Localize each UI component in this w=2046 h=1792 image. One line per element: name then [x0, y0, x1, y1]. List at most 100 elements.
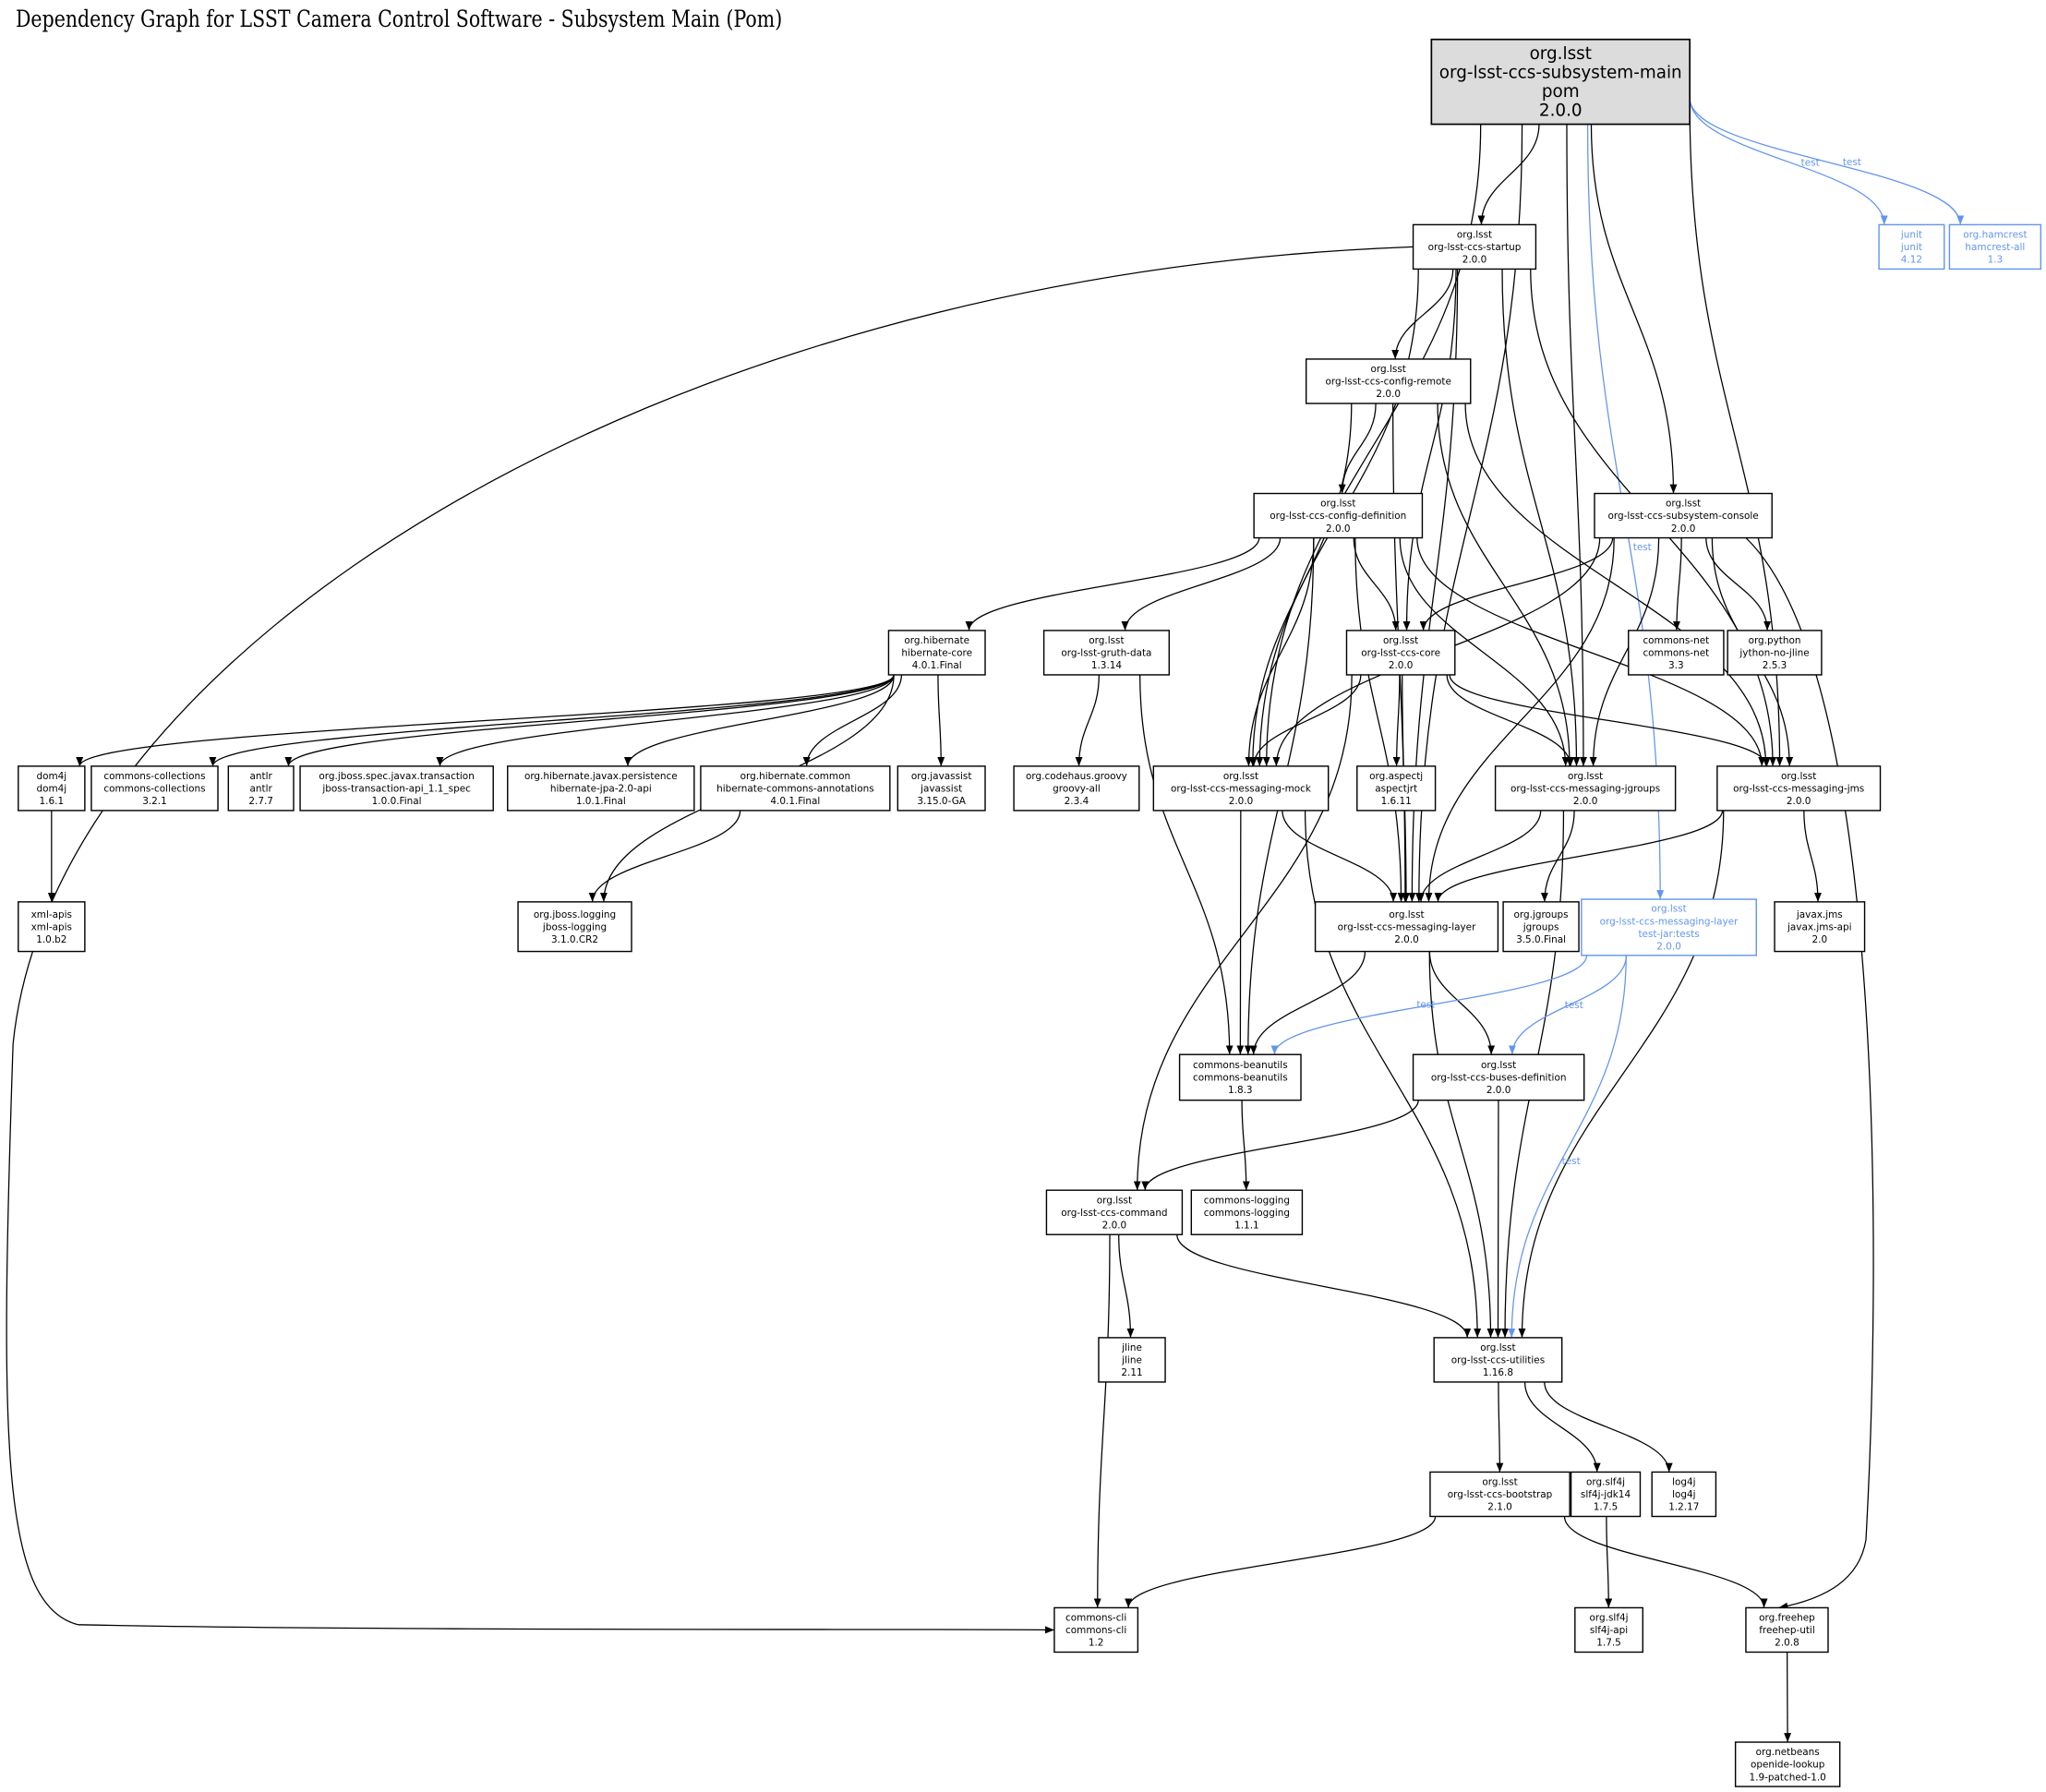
node-jpa[interactable]: org.hibernate.javax.persistencehibernate…: [507, 765, 695, 812]
edge-msg-layer-to-buses: [1428, 951, 1496, 1055]
node-console[interactable]: org.lsstorg-lsst-ccs-subsystem-console2.…: [1594, 492, 1773, 539]
node-version: 3.5.0.Final: [1516, 934, 1566, 945]
edge-line: [1566, 124, 1587, 766]
node-jta[interactable]: org.jboss.spec.javax.transactionjboss-tr…: [299, 765, 494, 812]
edge-msg-layer-to-beanutils: [1249, 951, 1366, 1055]
node-box: [1098, 1337, 1166, 1383]
node-main[interactable]: org.lsstorg-lsst-ccs-subsystem-mainpom2.…: [1430, 38, 1691, 126]
edge-line: [1501, 269, 1581, 766]
node-test-jar[interactable]: org.lsstorg-lsst-ccs-messaging-layertest…: [1581, 898, 1757, 956]
node-version: 2.0.0: [1486, 1085, 1511, 1096]
node-group: org.lsst: [1457, 230, 1492, 241]
node-artifact: org-lsst-ccs-subsystem-console: [1607, 511, 1758, 522]
edge-line: [1125, 1516, 1437, 1608]
edge-console-to-core: [1419, 537, 1614, 631]
edge-hibernate-core-to-javassist: [937, 674, 945, 766]
edge-line: [1176, 1234, 1472, 1338]
edge-startup-to-core: [1402, 269, 1457, 631]
edge-line: [6, 246, 1414, 1634]
node-group: org.lsst: [1568, 771, 1603, 782]
node-msg-layer[interactable]: org.lsstorg-lsst-ccs-messaging-layer2.0.…: [1314, 901, 1499, 953]
edge-line: [1338, 403, 1377, 494]
node-artifact: groovy-all: [1053, 784, 1101, 795]
node-version: 1.6.11: [1381, 796, 1412, 807]
node-group: commons-cli: [1065, 1613, 1126, 1624]
node-annotations[interactable]: org.hibernate.commonhibernate-commons-an…: [700, 765, 891, 812]
node-artifact: hamcrest-all: [1965, 242, 2025, 253]
edge-line: [1270, 955, 1588, 1055]
edge-core-to-command: [1133, 674, 1353, 1191]
node-openide[interactable]: org.netbeansopenide-lookup1.9-patched-1.…: [1734, 1741, 1841, 1787]
edge-line: [1449, 674, 1771, 766]
node-box: [1045, 1189, 1184, 1235]
node-box: [1430, 38, 1691, 126]
node-group: commons-collections: [103, 771, 205, 782]
node-version: 2.0.0: [1326, 523, 1351, 535]
edge-line: [1803, 810, 1822, 902]
node-config-definition[interactable]: org.lsstorg-lsst-ccs-config-definition2.…: [1253, 492, 1424, 539]
edge-startup-to-msg-jgroups: [1501, 269, 1581, 766]
node-box: [887, 630, 986, 676]
node-version: 2.11: [1121, 1367, 1142, 1378]
edge-annotations-to-jboss-logging: [588, 810, 741, 902]
node-box: [1774, 901, 1866, 953]
node-group: org.netbeans: [1756, 1747, 1820, 1758]
node-group: org.lsst: [1383, 635, 1418, 646]
edge-gruth-to-beanutils: [1139, 674, 1234, 1055]
node-artifact: jgroups: [1522, 921, 1559, 932]
node-box: [1412, 223, 1537, 271]
node-version: 1.2.17: [1668, 1502, 1699, 1513]
node-box: [227, 765, 295, 812]
node-box: [1594, 492, 1773, 539]
node-artifact: freehep-util: [1759, 1625, 1815, 1636]
edge-line: [1121, 537, 1282, 631]
node-collections[interactable]: commons-collectionscommons-collections3.…: [90, 765, 219, 812]
edge-line: [1689, 98, 1888, 225]
node-box: [1570, 1471, 1642, 1518]
node-artifact: dom4j: [36, 784, 66, 795]
edge-test-jar-to-beanutils: test: [1270, 955, 1588, 1055]
node-artifact: org-lsst-ccs-command: [1061, 1208, 1167, 1219]
edge-line: [1354, 537, 1405, 902]
node-buses[interactable]: org.lsstorg-lsst-ccs-buses-definition2.0…: [1412, 1053, 1585, 1101]
node-box: [1178, 1053, 1302, 1101]
node-msg-jgroups[interactable]: org.lsstorg-lsst-ccs-messaging-jgroups2.…: [1494, 765, 1677, 812]
edge-beanutils-to-commons-logging: [1241, 1100, 1250, 1191]
node-box: [1581, 898, 1757, 956]
edge-test-jar-to-buses: test: [1508, 955, 1628, 1055]
edge-line: [1353, 537, 1400, 631]
edge-line: [937, 674, 945, 766]
node-box: [299, 765, 494, 812]
